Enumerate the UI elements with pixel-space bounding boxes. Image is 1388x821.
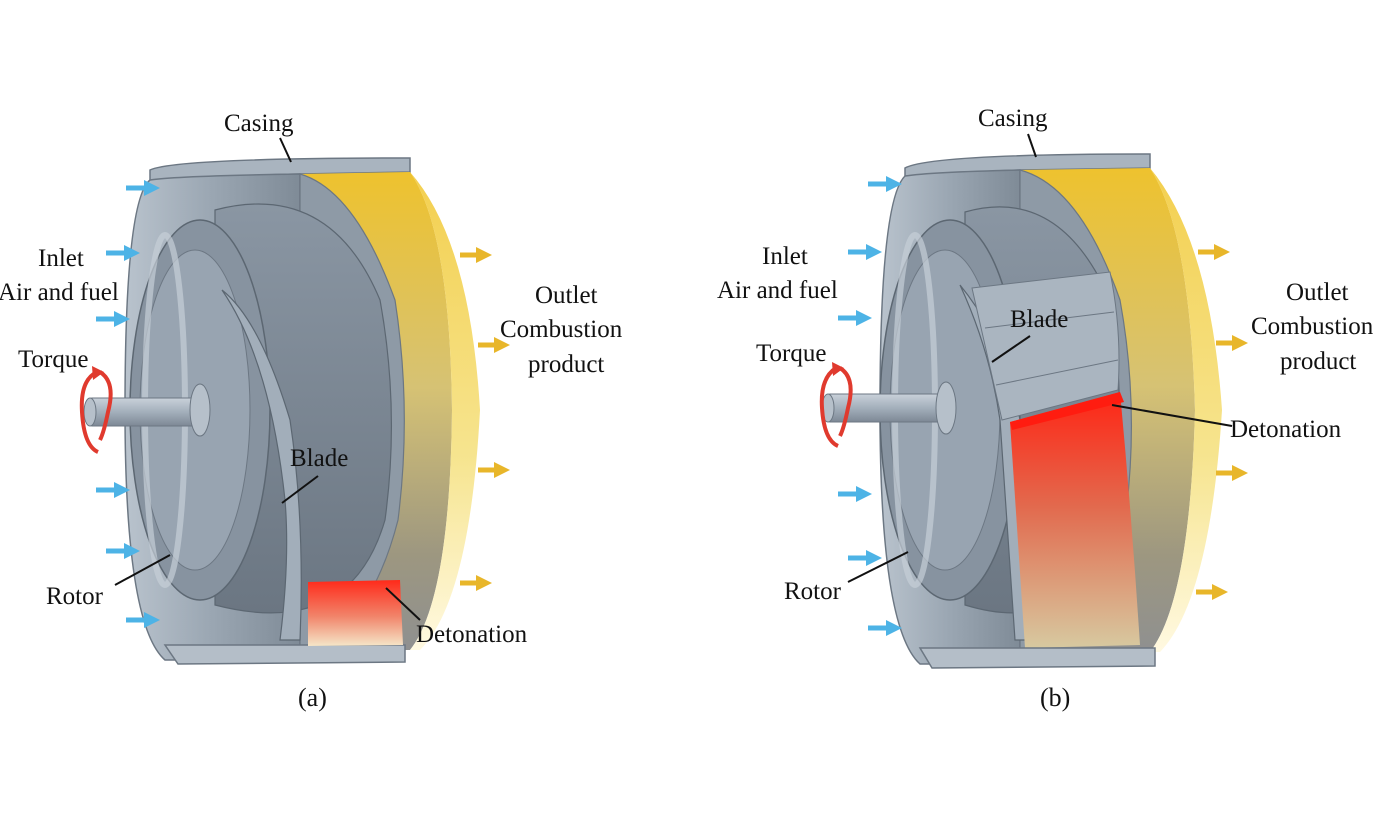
caption-b: (b) [1040,683,1070,712]
outlet-arrow-icon [1216,335,1248,351]
outlet-sub-label-1: Combustion [500,316,623,343]
outlet-arrow-icon [478,337,510,353]
outlet-arrow-icon [460,247,492,263]
detonation-leader [1111,404,1233,427]
casing-leader [279,137,292,163]
outlet-arrow-icon [1198,244,1230,260]
panel-b: Casing Inlet Air and fuel Torque Outlet … [717,105,1374,712]
outlet-arrows [1196,244,1248,600]
outlet-arrow-icon [460,575,492,591]
outlet-arrows [460,247,510,591]
blade-leader [281,475,319,504]
outlet-sub-label-1: Combustion [1251,313,1374,340]
outlet-sub-label-2: product [1280,348,1356,375]
inlet-arrow-icon [848,244,882,260]
casing-leader [1027,133,1037,158]
rotor-leader [847,551,909,583]
inlet-arrows [838,176,902,636]
inlet-arrow-icon [868,176,902,192]
blade-label: Blade [290,445,348,472]
inlet-arrow-icon [126,180,160,196]
outlet-arrow-icon [1196,584,1228,600]
panel-a: Casing Inlet Air and fuel Torque Outlet … [0,110,623,712]
inlet-label: Inlet [762,243,808,270]
inlet-arrow-icon [848,550,882,566]
outlet-sub-label-2: product [528,351,604,378]
rotor-leader [114,554,171,586]
blade-label: Blade [1010,306,1068,333]
torque-label: Torque [18,346,88,373]
blade-leader [991,335,1031,363]
inlet-arrow-icon [838,310,872,326]
caption-a: (a) [298,683,327,712]
outlet-arrow-icon [478,462,510,478]
casing-label: Casing [978,105,1048,132]
inlet-label: Inlet [38,245,84,272]
rotor-label: Rotor [46,583,104,610]
outlet-label: Outlet [535,282,598,309]
inlet-sub-label: Air and fuel [0,279,119,306]
inlet-arrow-icon [106,543,140,559]
inlet-arrow-icon [126,612,160,628]
torque-label: Torque [756,340,826,367]
engine-a-illustration [83,157,480,665]
rotor-label: Rotor [784,578,842,605]
detonation-leader [385,587,421,621]
detonation-label: Detonation [1230,416,1342,443]
torque-arrow-icon [819,362,853,448]
casing-label: Casing [224,110,294,137]
detonation-label: Detonation [416,621,528,648]
inlet-arrow-icon [868,620,902,636]
inlet-arrow-icon [96,311,130,327]
outlet-label: Outlet [1286,279,1349,306]
inlet-arrows [96,180,160,628]
inlet-sub-label: Air and fuel [717,277,838,304]
torque-arrow-icon [79,366,113,454]
inlet-arrow-icon [96,482,130,498]
engine-b-illustration [821,153,1222,669]
outlet-arrow-icon [1216,465,1248,481]
inlet-arrow-icon [838,486,872,502]
inlet-arrow-icon [106,245,140,261]
